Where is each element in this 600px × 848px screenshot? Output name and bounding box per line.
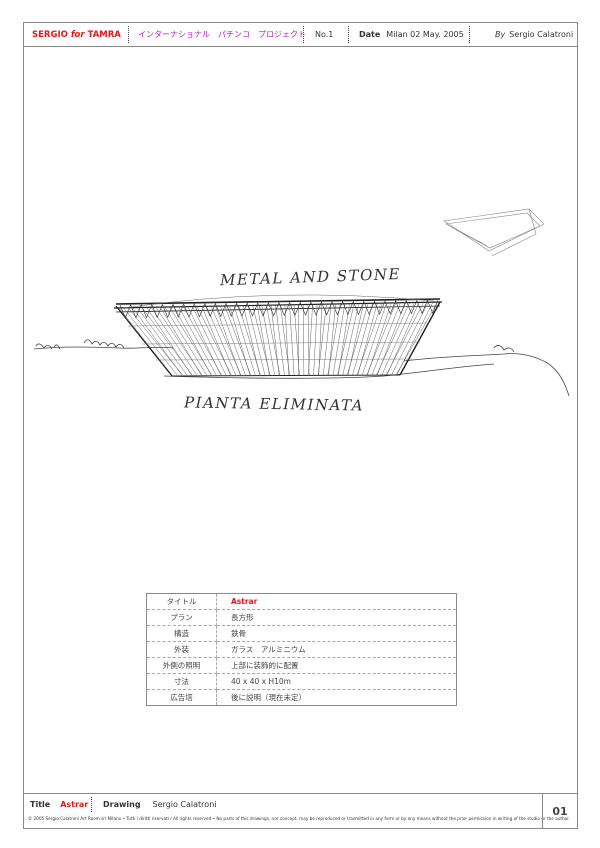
date-label: Date xyxy=(359,30,381,39)
spec-label: タイトル xyxy=(146,593,217,610)
spec-label: 寸法 xyxy=(146,673,217,690)
spec-row: 外側の照明上部に装飾的に配置 xyxy=(146,657,457,674)
header-separator xyxy=(128,26,129,43)
footer-title-value: Astrar xyxy=(60,800,89,809)
spec-value: 40 x 40 x H10m xyxy=(216,673,457,690)
brand-client: TAMRA xyxy=(87,29,121,40)
spec-label: 外側の照明 xyxy=(146,657,217,674)
spec-value: 長方形 xyxy=(216,609,457,626)
header-separator xyxy=(348,26,349,43)
facade-bands xyxy=(127,322,430,361)
project-name: インターナショナル パチンコ プロジェクト xyxy=(138,30,306,39)
ground-line xyxy=(33,339,570,397)
footer-title-block: Title Astrar xyxy=(30,796,88,813)
header-separator xyxy=(469,26,470,43)
spec-value: 上部に装飾的に配置 xyxy=(216,657,457,674)
brand: SERGIO for TAMRA xyxy=(32,23,121,46)
roof-truss xyxy=(119,299,439,319)
author-block: By Sergio Calatroni xyxy=(495,23,573,46)
date-block: Date Milan 02 May. 2005 xyxy=(359,23,464,46)
by-label: By xyxy=(495,30,506,39)
brand-main: SERGIO xyxy=(32,29,68,40)
spec-value: 後に説明（現在未定） xyxy=(231,693,306,702)
spec-value: ガラス アルミニウム xyxy=(216,641,457,658)
spec-label: 広告塔 xyxy=(146,689,217,706)
spec-label: プラン xyxy=(146,609,217,626)
sketch-note-bottom: PIANTA ELIMINATA xyxy=(183,393,364,414)
footer-drawing-block: Drawing Sergio Calatroni xyxy=(103,796,216,813)
sketch-note-top: METAL AND STONE xyxy=(219,265,401,289)
footer-title-label: Title xyxy=(30,800,51,809)
spec-label: 外装 xyxy=(146,641,217,658)
spec-row: 外装ガラス アルミニウム xyxy=(146,641,457,658)
title-block-footer: Title Astrar Drawing Sergio Calatroni © … xyxy=(24,793,577,828)
brand-for: for xyxy=(70,29,85,40)
header-separator xyxy=(303,26,304,43)
footer-drawing-value: Sergio Calatroni xyxy=(152,800,217,809)
spec-value: Astrar xyxy=(216,593,457,610)
by-value: Sergio Calatroni xyxy=(509,30,574,39)
facade-hatching xyxy=(118,302,438,376)
footer-drawing-label: Drawing xyxy=(103,800,141,809)
spec-value: 鉄骨 xyxy=(216,625,457,642)
building-sketch: METAL AND STONE PIANTA ELIMINATA xyxy=(33,208,570,415)
small-box-sketch xyxy=(443,208,545,257)
title-block-header: SERGIO for TAMRA インターナショナル パチンコ プロジェクト N… xyxy=(24,23,577,47)
copyright-notice: © 2005 Sergio Calatroni Art Room srl Mil… xyxy=(28,816,570,821)
footer-separator xyxy=(91,797,92,812)
spec-row: 広告塔 後に説明（現在未定） xyxy=(146,689,457,706)
date-value: Milan 02 May. 2005 xyxy=(386,30,464,39)
drawing-sheet: SERGIO for TAMRA インターナショナル パチンコ プロジェクト N… xyxy=(23,22,578,829)
spec-row: プラン長方形 xyxy=(146,609,457,626)
spec-label: 構造 xyxy=(146,625,217,642)
page-number: 01 xyxy=(542,794,577,828)
sheet-number: No.1 xyxy=(315,30,334,39)
spec-row: 構造鉄骨 xyxy=(146,625,457,642)
